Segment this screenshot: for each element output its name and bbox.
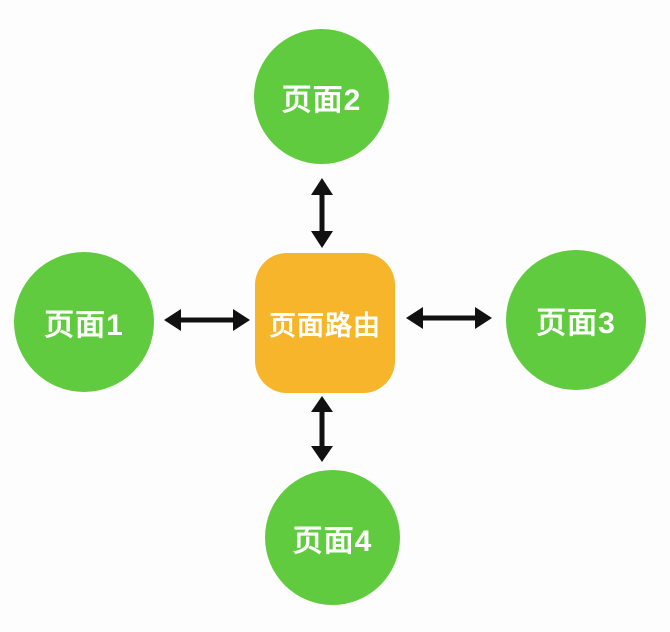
node-page-1-label: 页面1 [44,309,124,342]
double-arrow-left-icon [164,309,250,331]
node-page-4-label: 页面4 [292,524,373,558]
node-page-router-label: 页面路由 [269,310,381,341]
node-page-3-label: 页面3 [536,307,616,340]
node-page-2-label: 页面2 [281,83,362,117]
node-page-2: 页面2 [254,29,389,164]
node-page-3: 页面3 [506,250,646,390]
double-arrow-right-icon [406,307,492,329]
double-arrow-top-icon [311,178,333,248]
node-page-router: 页面路由 [255,253,395,393]
node-page-1: 页面1 [14,252,154,392]
node-page-4: 页面4 [265,470,400,605]
double-arrow-bottom-icon [311,396,333,462]
